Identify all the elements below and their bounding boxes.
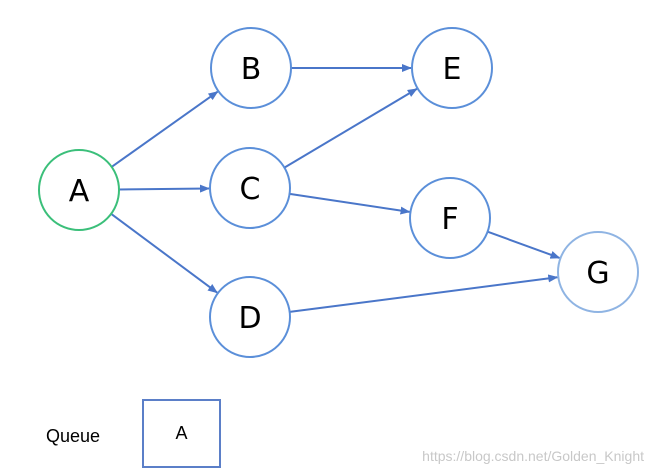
node-F: F bbox=[409, 177, 491, 259]
node-B: B bbox=[210, 27, 292, 109]
node-G: G bbox=[557, 231, 639, 313]
edge-D-G bbox=[289, 274, 559, 313]
edge-A-B bbox=[111, 90, 219, 168]
node-circle-E bbox=[411, 27, 493, 109]
node-circle-C bbox=[209, 147, 291, 229]
edge-C-F bbox=[289, 192, 411, 215]
edge-F-G bbox=[487, 230, 561, 259]
watermark: https://blog.csdn.net/Golden_Knight bbox=[422, 448, 644, 464]
node-D: D bbox=[209, 276, 291, 358]
node-E: E bbox=[411, 27, 493, 109]
node-circle-F bbox=[409, 177, 491, 259]
node-circle-A bbox=[38, 149, 120, 231]
node-circle-G bbox=[557, 231, 639, 313]
edge-A-C bbox=[118, 184, 210, 193]
edges-layer bbox=[110, 64, 561, 313]
node-label-C: C bbox=[240, 172, 261, 207]
node-circle-B bbox=[210, 27, 292, 109]
edge-A-D bbox=[110, 212, 218, 294]
node-circle-D bbox=[209, 276, 291, 358]
node-C: C bbox=[209, 147, 291, 229]
node-label-D: D bbox=[238, 301, 261, 336]
queue-item: A bbox=[175, 423, 188, 443]
node-label-E: E bbox=[443, 52, 462, 87]
node-A: A bbox=[38, 149, 120, 231]
edge-C-E bbox=[283, 88, 418, 169]
queue-box: A bbox=[142, 399, 221, 468]
node-label-A: A bbox=[69, 174, 90, 209]
node-label-B: B bbox=[241, 52, 262, 87]
queue-label: Queue bbox=[46, 426, 101, 446]
node-label-F: F bbox=[441, 202, 458, 237]
node-label-G: G bbox=[586, 256, 609, 291]
nodes-layer: A B C D E F G bbox=[38, 27, 639, 358]
